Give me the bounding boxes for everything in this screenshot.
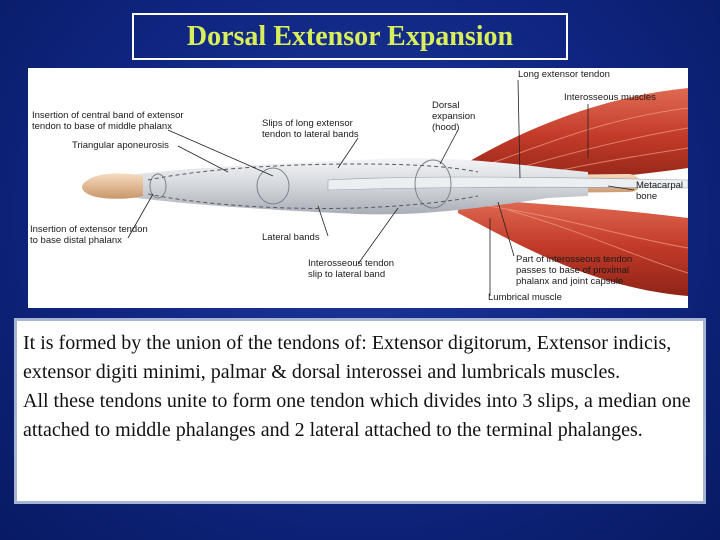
label-part-interosseous-tendon: Part of interosseous tendon passes to ba… <box>516 254 633 287</box>
label-interosseous-muscles: Interosseous muscles <box>564 92 656 103</box>
lateral-band-outlines <box>147 163 479 209</box>
label-insertion-central-band: Insertion of central band of extensor te… <box>32 110 184 132</box>
label-metacarpal-bone: Metacarpal bone <box>636 180 683 202</box>
description-paragraph-2: All these tendons unite to form one tend… <box>23 390 691 441</box>
distal-phalanx <box>82 173 143 199</box>
anatomy-figure: Long extensor tendon Interosseous muscle… <box>28 68 688 308</box>
leader-lines <box>127 79 635 296</box>
interosseous-muscle-lower <box>458 198 688 296</box>
slide-title: Dorsal Extensor Expansion <box>186 20 514 52</box>
label-triangular-aponeurosis: Triangular aponeurosis <box>72 140 169 151</box>
description-paragraph-1: It is formed by the union of the tendons… <box>23 332 672 383</box>
label-lumbrical-muscle: Lumbrical muscle <box>488 292 562 303</box>
label-interosseous-tendon-slip: Interosseous tendon slip to lateral band <box>308 258 395 280</box>
joint-outlines <box>149 159 452 209</box>
finger-illustration <box>82 79 688 296</box>
label-insertion-extensor-distal: Insertion of extensor tendon to base dis… <box>30 224 148 246</box>
title-box: Dorsal Extensor Expansion <box>132 13 568 60</box>
label-long-extensor-tendon: Long extensor tendon <box>518 69 610 80</box>
label-dorsal-expansion: Dorsal expansion (hood) <box>432 100 476 133</box>
interosseous-muscle-upper <box>458 88 688 186</box>
description-box: It is formed by the union of the tendons… <box>14 318 706 504</box>
label-slips-long-extensor: Slips of long extensor tendon to lateral… <box>262 118 359 140</box>
long-extensor-tendon <box>327 176 688 191</box>
label-lateral-bands: Lateral bands <box>262 232 320 243</box>
